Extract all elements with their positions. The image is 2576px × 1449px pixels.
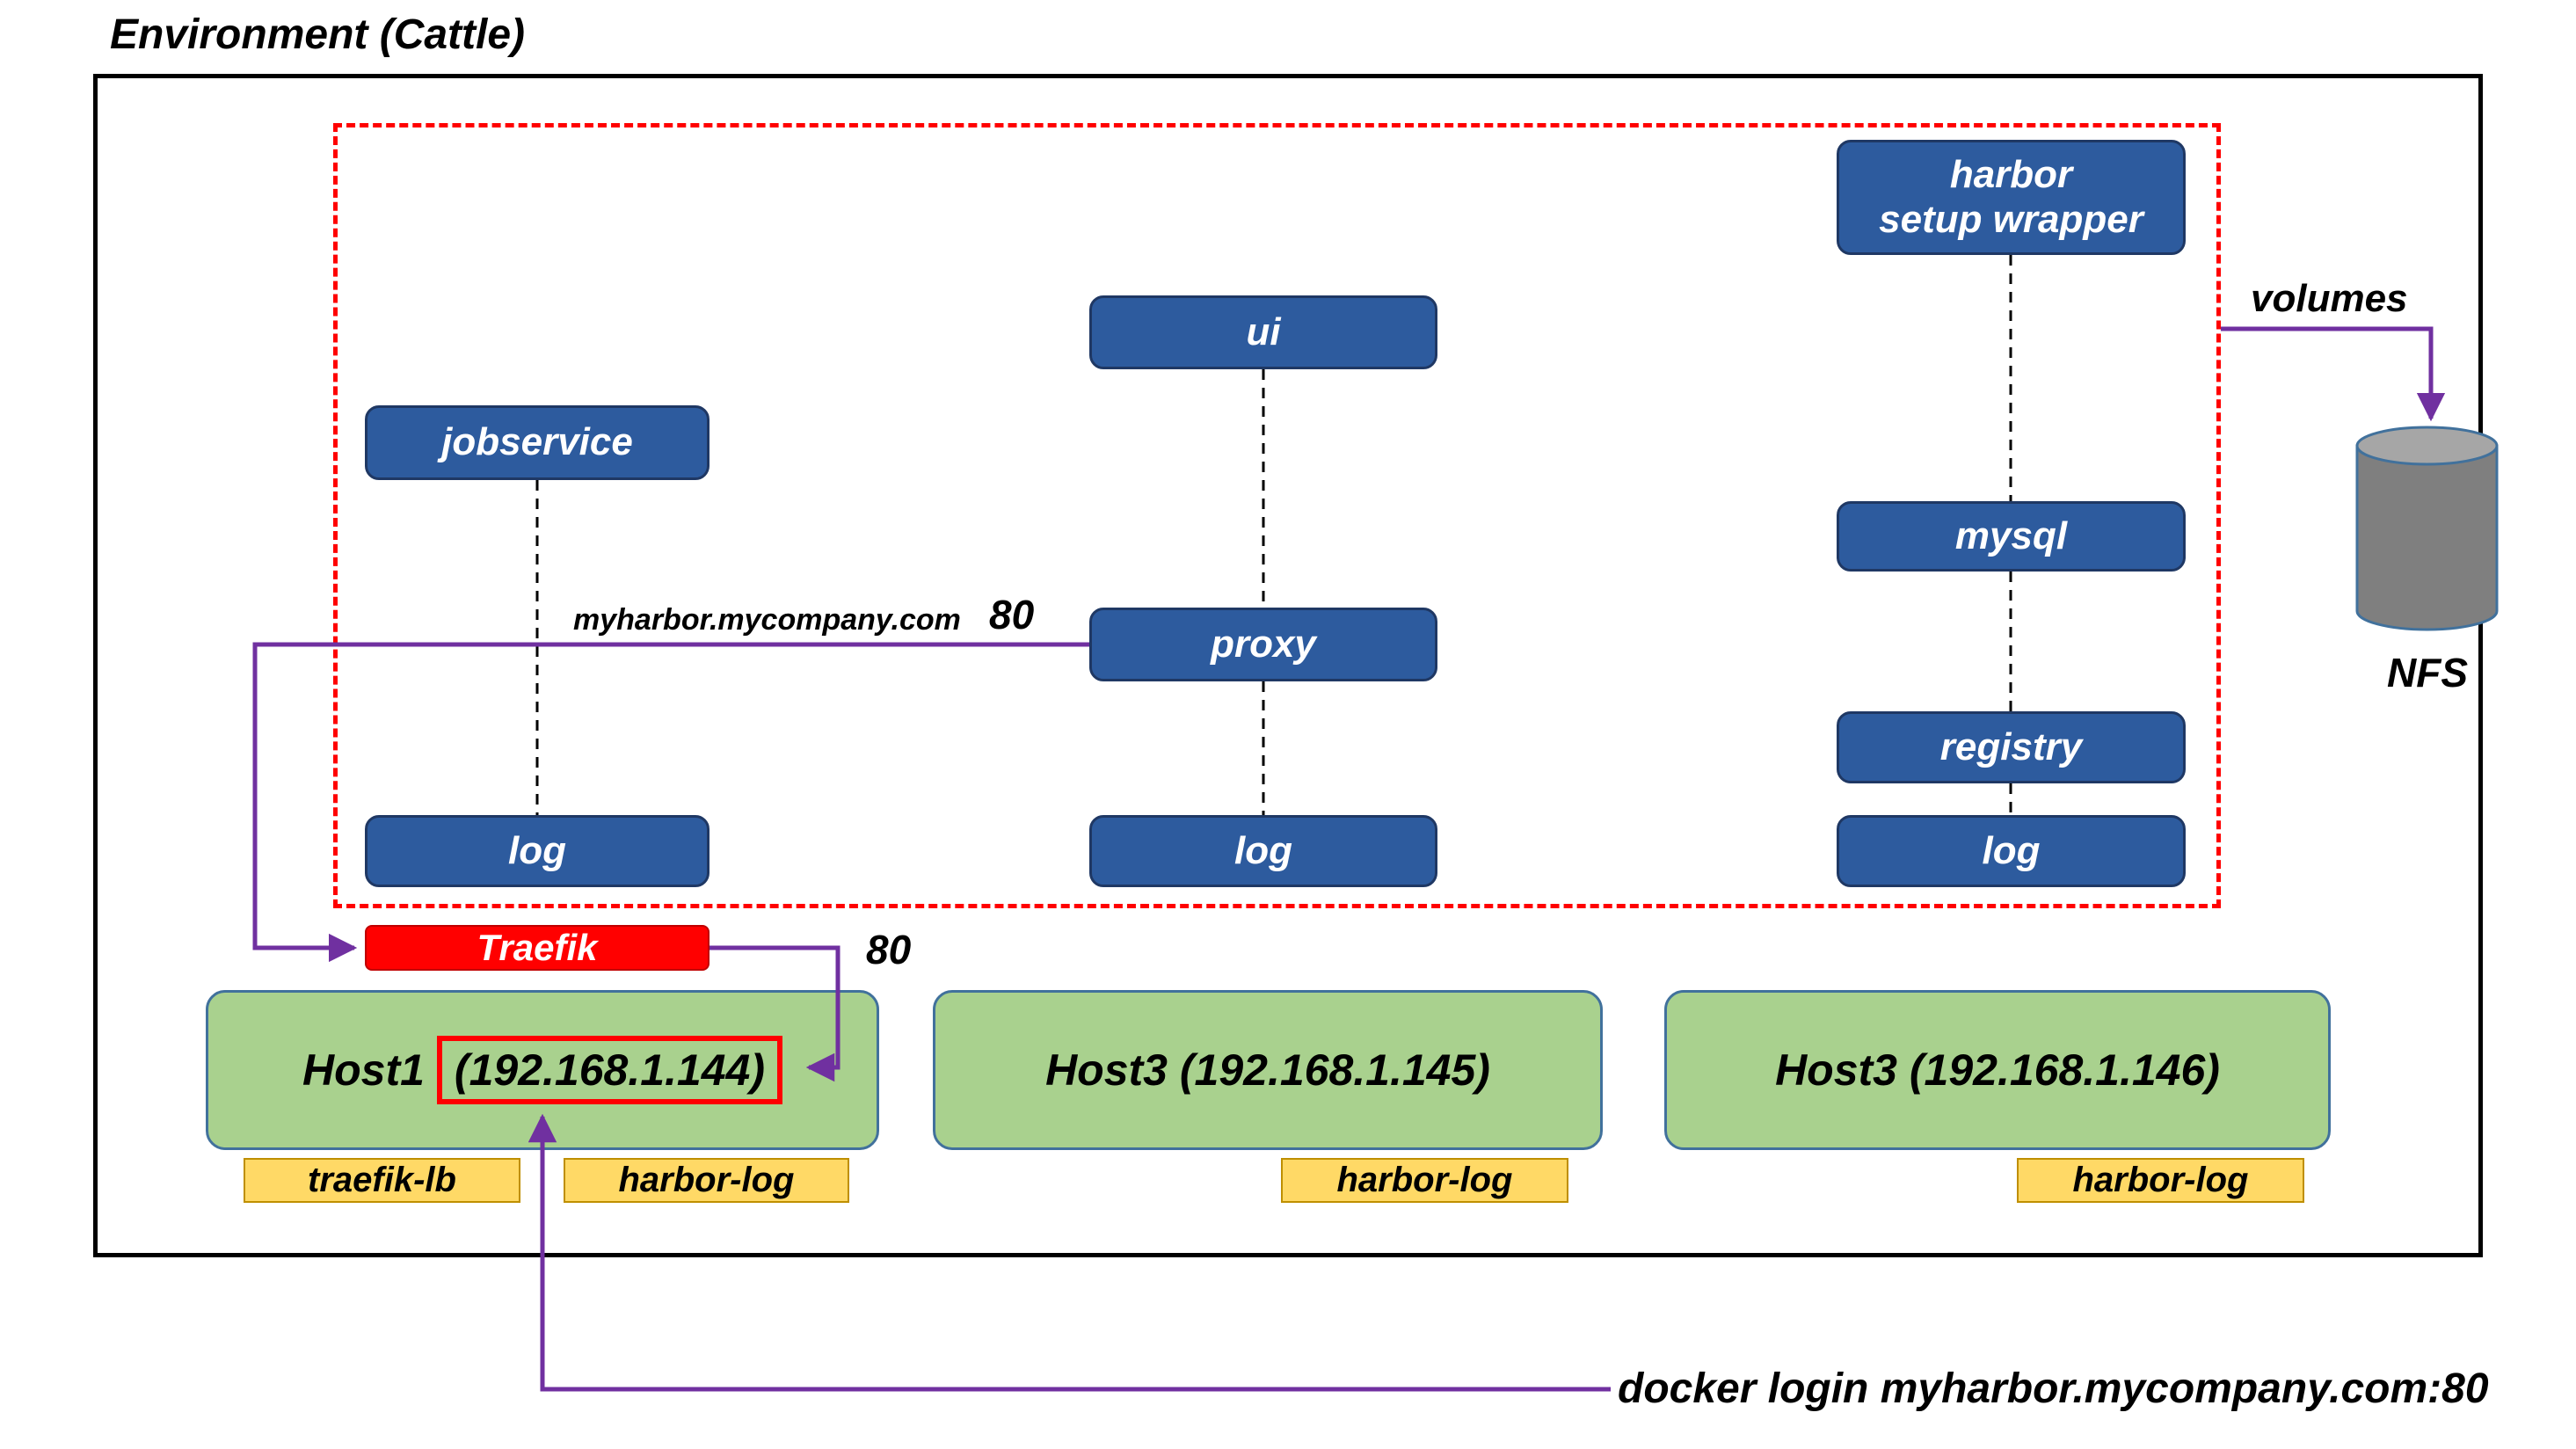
tag-label: harbor-log xyxy=(1336,1161,1513,1199)
service-box-registry: registry xyxy=(1837,711,2186,783)
service-box-mysql: mysql xyxy=(1837,501,2186,572)
tag-label: harbor-log xyxy=(2072,1161,2249,1199)
service-box-log-left: log xyxy=(365,815,709,887)
environment-title: Environment (Cattle) xyxy=(110,11,526,58)
traefik-label: Traefik xyxy=(477,927,598,968)
service-label: log xyxy=(1234,828,1292,872)
host3-box: Host3 (192.168.1.146) xyxy=(1664,990,2331,1150)
service-box-harbor-setup-wrapper: harbor setup wrapper xyxy=(1837,140,2186,255)
host1-ip-highlight: (192.168.1.144) xyxy=(436,1036,782,1104)
tag-harbor-log-2: harbor-log xyxy=(1281,1158,1568,1203)
host3-label: Host3 (192.168.1.146) xyxy=(1775,1045,2220,1095)
tag-label: harbor-log xyxy=(618,1161,795,1199)
service-box-jobservice: jobservice xyxy=(365,405,709,480)
service-label: log xyxy=(1982,828,2041,872)
volumes-label: volumes xyxy=(2251,277,2408,320)
docker-login-label: docker login myharbor.mycompany.com:80 xyxy=(1618,1365,2489,1412)
tag-label: traefik-lb xyxy=(308,1161,456,1199)
nfs-label: NFS xyxy=(2387,650,2468,695)
traefik-box: Traefik xyxy=(365,925,709,971)
proxy-route-domain-label: myharbor.mycompany.com xyxy=(573,603,961,637)
service-box-ui: ui xyxy=(1089,295,1437,369)
proxy-route-port-label: 80 xyxy=(989,592,1035,637)
service-label: registry xyxy=(1939,724,2083,768)
host1-name: Host1 xyxy=(302,1045,425,1095)
tag-harbor-log-3: harbor-log xyxy=(2017,1158,2304,1203)
service-label: ui xyxy=(1246,309,1281,353)
service-box-proxy: proxy xyxy=(1089,608,1437,681)
service-label: setup wrapper xyxy=(1879,197,2143,241)
harbor-stack-boundary xyxy=(333,123,2221,908)
service-label: jobservice xyxy=(441,420,633,464)
tag-traefik-lb: traefik-lb xyxy=(244,1158,520,1203)
service-box-log-right: log xyxy=(1837,815,2186,887)
service-label: log xyxy=(508,828,566,872)
host2-label: Host3 (192.168.1.145) xyxy=(1045,1045,1490,1095)
host1-box: Host1 (192.168.1.144) xyxy=(206,990,879,1150)
traefik-port-label: 80 xyxy=(866,927,912,972)
tag-harbor-log-1: harbor-log xyxy=(564,1158,849,1203)
host2-box: Host3 (192.168.1.145) xyxy=(933,990,1603,1150)
service-label: proxy xyxy=(1211,622,1316,666)
service-label: mysql xyxy=(1954,513,2068,557)
service-label: harbor xyxy=(1949,152,2073,196)
service-box-log-center: log xyxy=(1089,815,1437,887)
